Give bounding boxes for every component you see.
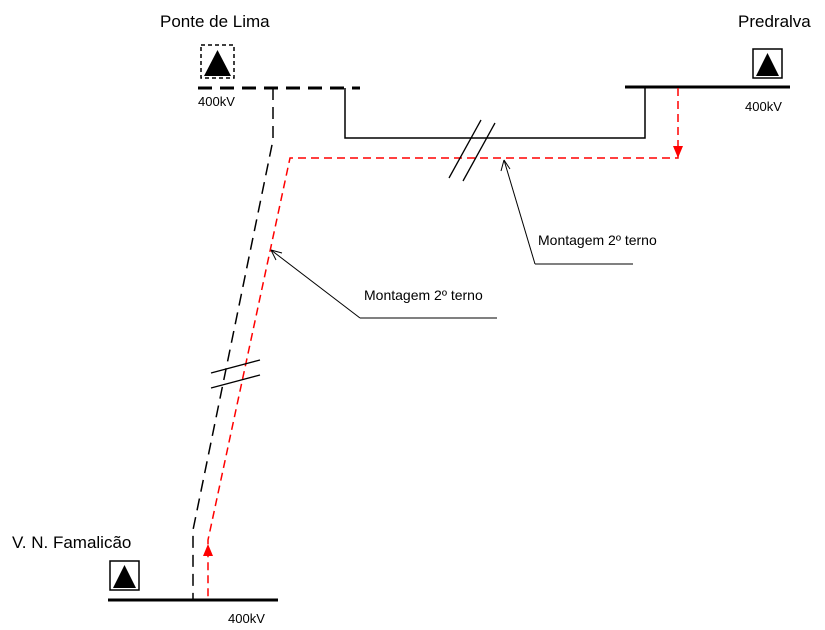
pedralva-label: Predralva <box>738 12 811 31</box>
new-second-circuit-line <box>207 88 679 600</box>
pedralva-voltage: 400kV <box>745 99 782 114</box>
annotation-lower: Montagem 2º terno <box>270 249 497 319</box>
ponte-de-lima-voltage: 400kV <box>198 94 235 109</box>
red-arrow-down-icon <box>673 146 683 158</box>
ponte-de-lima-transformer-icon <box>200 44 235 79</box>
famalicao-transformer-icon <box>109 560 140 591</box>
annotation-upper: Montagem 2º terno <box>500 159 657 265</box>
famalicao-label: V. N. Famalicão <box>12 533 131 552</box>
substation-famalicao: V. N. Famalicão 400kV <box>12 533 278 626</box>
existing-line-ponte-de-lima-famalicao <box>192 88 274 600</box>
existing-line-ponte-de-lima-pedralva <box>344 87 646 139</box>
annotation-lower-label: Montagem 2º terno <box>364 287 483 303</box>
leader-arrow-icon <box>500 159 511 172</box>
red-arrow-up-icon <box>203 544 213 556</box>
leader-arrow-icon <box>270 249 283 261</box>
pedralva-transformer-icon <box>752 48 783 79</box>
substation-ponte-de-lima: Ponte de Lima 400kV <box>160 12 360 109</box>
substation-pedralva: Predralva 400kV <box>625 12 811 114</box>
double-circuit-marker-vertical <box>210 359 261 389</box>
double-circuit-marker-horizontal <box>448 119 496 182</box>
ponte-de-lima-label: Ponte de Lima <box>160 12 270 31</box>
annotation-upper-label: Montagem 2º terno <box>538 232 657 248</box>
famalicao-voltage: 400kV <box>228 611 265 626</box>
